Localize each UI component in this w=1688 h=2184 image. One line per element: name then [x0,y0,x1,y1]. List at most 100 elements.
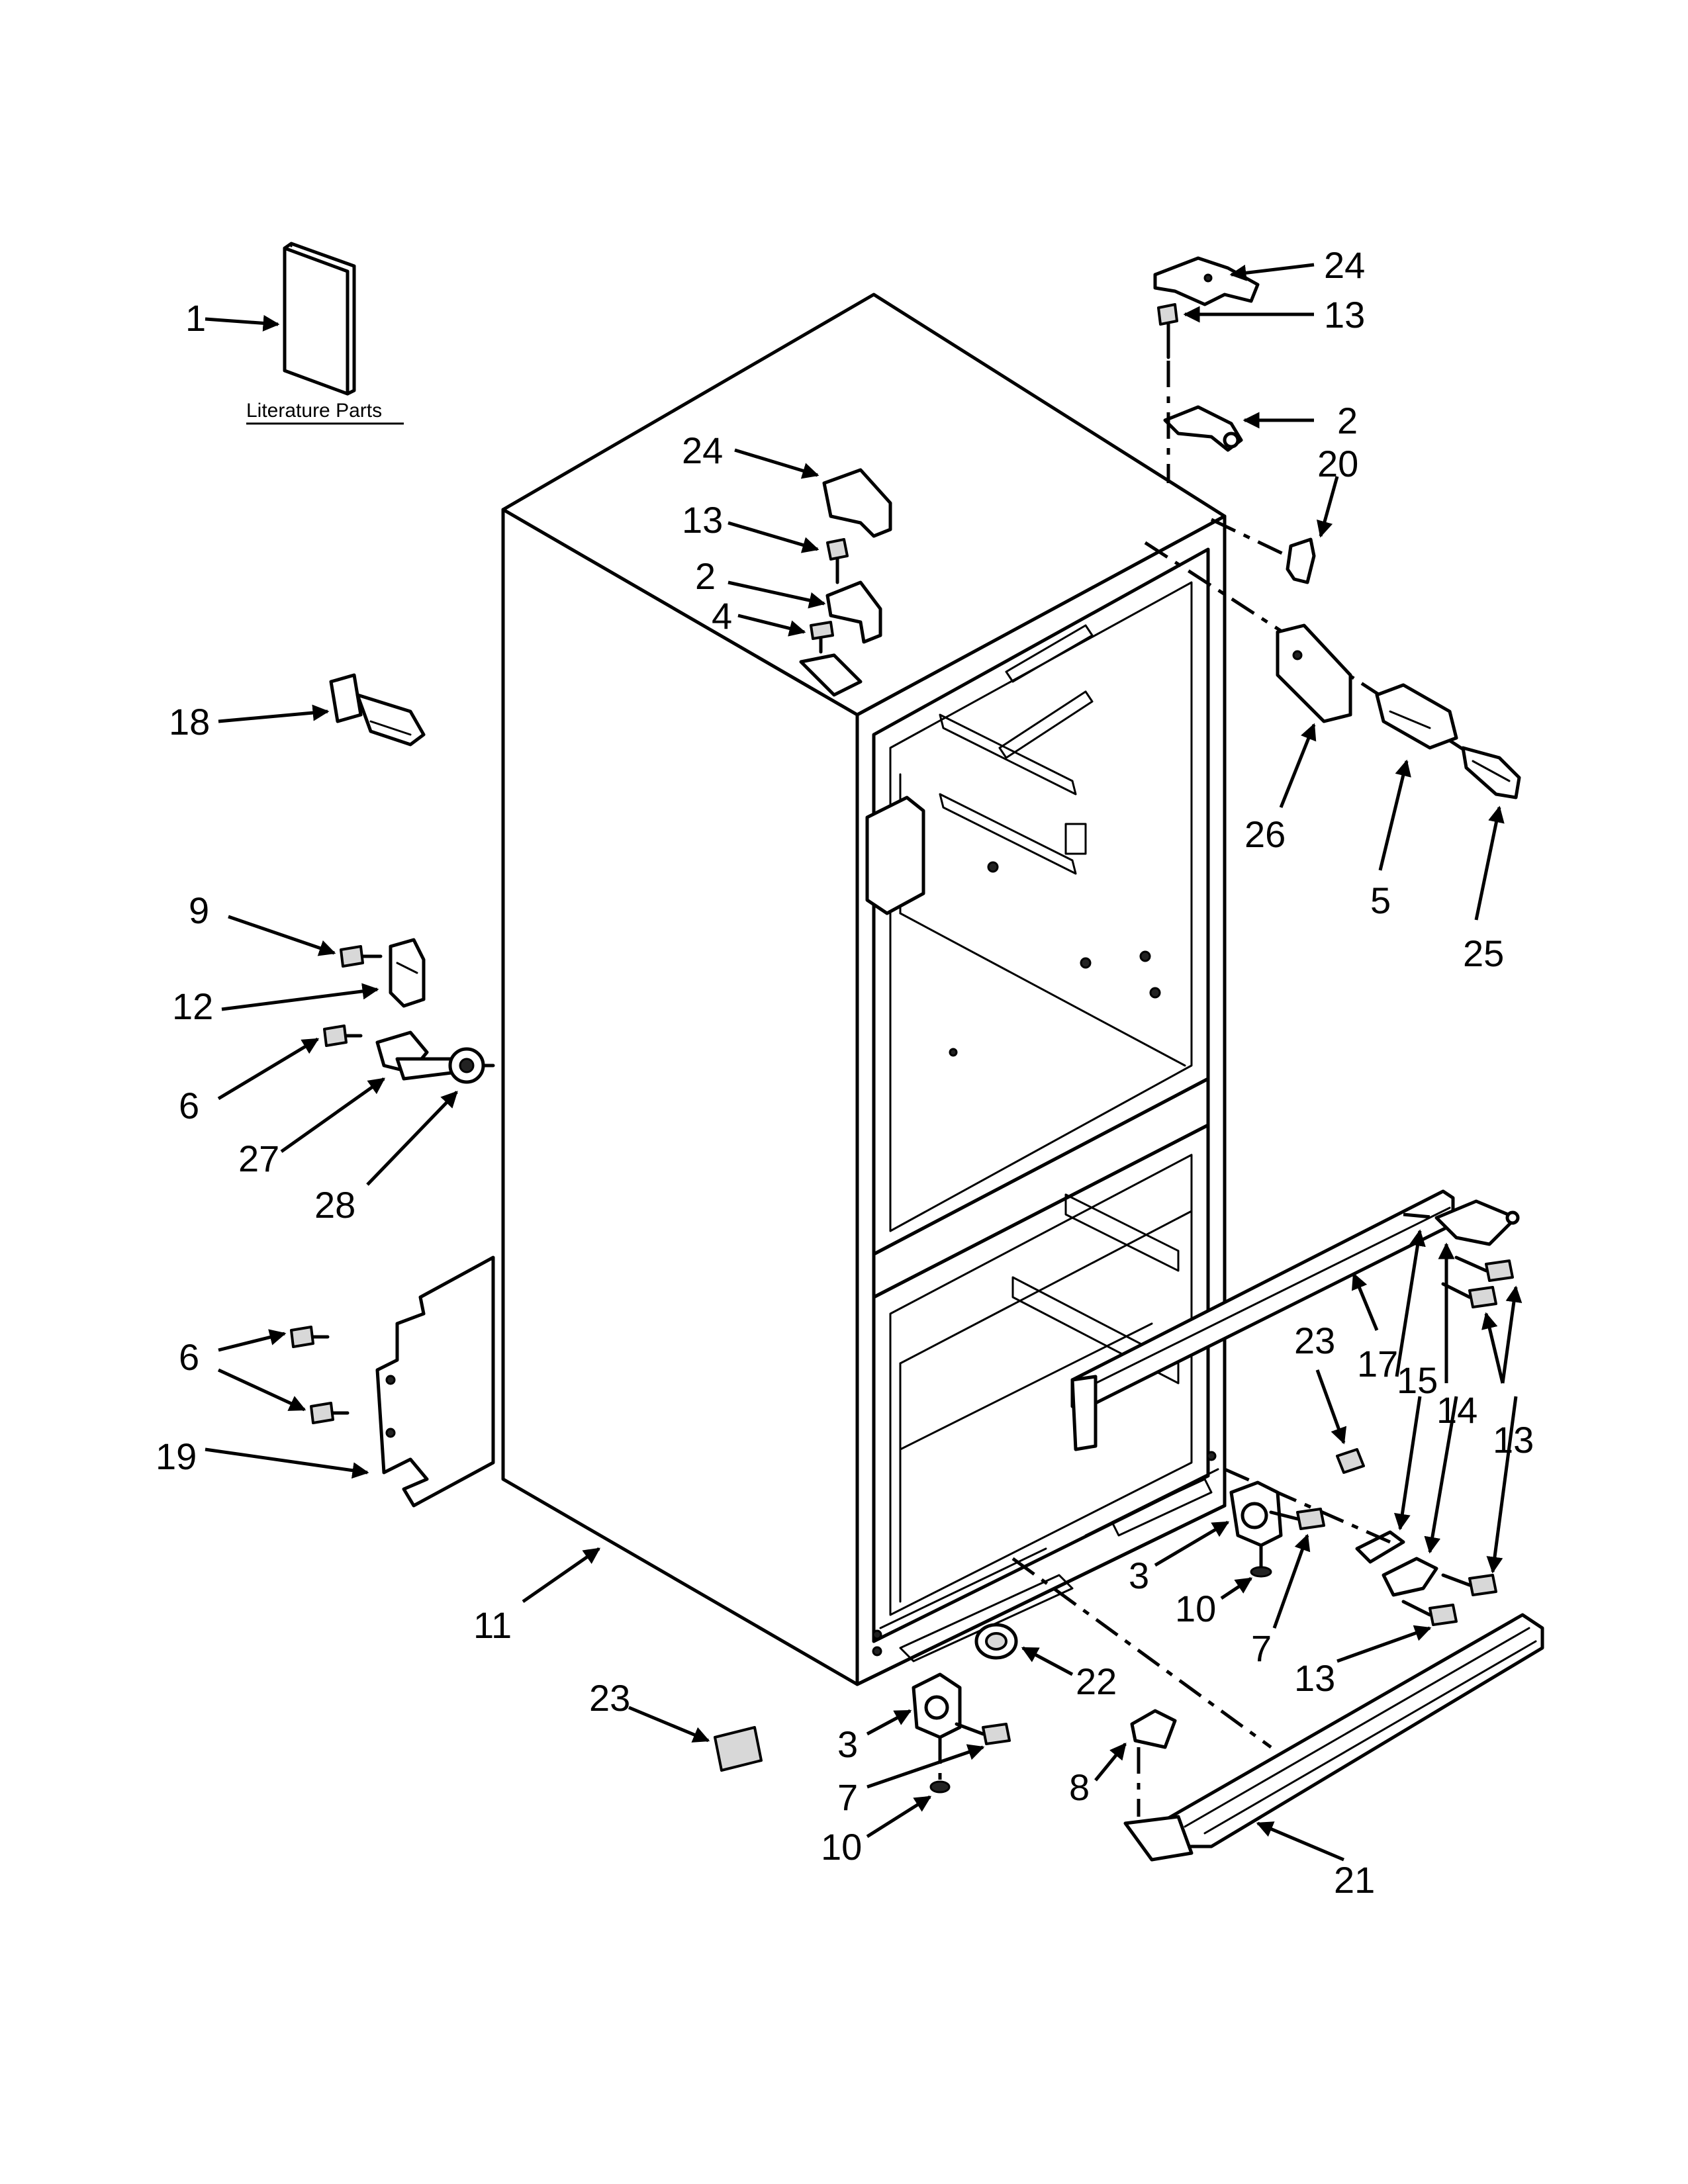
roller-screw-left [955,1722,1011,1745]
callout-10-right: 10 [1175,1588,1216,1629]
leader-27 [280,1077,386,1154]
hinge-base-left [799,653,863,697]
leader-13-up-a [1481,1312,1505,1384]
callout-27: 27 [238,1138,279,1179]
light-socket [1375,683,1458,750]
roller-wheel-front [974,1623,1018,1660]
literature-booklet [283,242,356,396]
roller-axle [375,1030,459,1081]
leader-10-right [1220,1576,1253,1600]
leader-15-down [1393,1396,1422,1531]
lower-bracket [1382,1557,1438,1597]
leader-11 [522,1547,601,1604]
callout-21: 21 [1334,1859,1375,1901]
leader-6-lower-a [218,1329,287,1352]
hinge-pin-cover [810,621,834,654]
top-hinge-right [1163,405,1243,452]
leader-26 [1279,723,1317,808]
callout-7-right: 7 [1251,1627,1272,1669]
door-closure-bracket [389,938,426,1008]
leader-17 [1352,1272,1379,1331]
leader-7-right [1272,1533,1311,1629]
callout-14: 14 [1436,1389,1477,1431]
leader-25 [1474,805,1505,921]
top-hinge-left [825,580,882,644]
roller-assembly-left [912,1672,962,1739]
callout-6-lower: 6 [179,1336,199,1378]
callout-19: 19 [156,1435,197,1477]
leveling-leg-left [929,1737,951,1794]
callout-20: 20 [1317,443,1358,484]
leader-6-lower-b [217,1368,306,1412]
leader-20 [1316,476,1339,538]
light-bulb [1461,746,1521,799]
leveling-leg-right [1250,1543,1272,1578]
callout-8: 8 [1069,1766,1090,1808]
bracket-screw-b [1441,1282,1497,1308]
leader-13-lower [1336,1625,1432,1663]
callout-3-right: 3 [1129,1555,1149,1596]
callout-2-left: 2 [695,555,716,597]
callout-15: 15 [1397,1359,1438,1401]
leader-13-left [727,521,820,553]
leader-15-up [1395,1229,1426,1377]
callout-13-left: 13 [682,499,723,541]
leader-8 [1094,1743,1127,1782]
callout-7-left: 7 [837,1776,858,1818]
callout-18: 18 [169,701,210,743]
callout-26: 26 [1244,813,1286,855]
mounting-rail [1070,1189,1455,1451]
leader-3-left [866,1709,912,1736]
callout-11: 11 [473,1604,512,1646]
callout-9: 9 [189,889,209,931]
leader-14-down [1424,1396,1458,1554]
callout-1: 1 [185,297,206,339]
leader-2-left [727,580,826,609]
bracket-screw [340,945,383,968]
leader-5 [1378,759,1411,871]
toe-grille [1123,1613,1544,1862]
door-stop [329,673,426,747]
roller-assembly-right [1229,1480,1283,1547]
leader-24-right [1229,263,1315,281]
callout-10-left: 10 [821,1826,862,1868]
hinge-cam [1286,537,1316,584]
grille-clip [1130,1709,1177,1749]
top-right-dash [1210,518,1289,558]
leader-10-left [866,1795,932,1839]
callout-13-right: 13 [1324,294,1365,336]
hinge-screw-left [826,538,849,584]
top-hinge-cover-left [822,468,892,538]
callout-13-lower: 13 [1294,1657,1335,1699]
side-bracket [375,1255,495,1508]
callout-6-upper: 6 [179,1085,199,1126]
callout-23-left: 23 [589,1677,630,1719]
leader-23-right [1315,1369,1347,1445]
leader-28 [366,1091,458,1186]
callout-25: 25 [1463,933,1504,974]
lower-bracket-screw-b [1401,1600,1458,1626]
callout-2-right: 2 [1337,400,1358,441]
leader-13-up-b [1501,1285,1523,1384]
callout-13-bracket: 13 [1493,1419,1534,1461]
leader-9 [228,915,336,956]
callout-17: 17 [1357,1343,1398,1385]
hinge-screw-right [1157,303,1178,359]
callout-5: 5 [1370,880,1391,921]
callout-24-left: 24 [682,430,723,471]
leader-23-left [628,1706,710,1743]
toe-screw-lower [310,1402,350,1424]
callout-22: 22 [1076,1661,1117,1702]
leader-21 [1256,1821,1344,1862]
leader-7-left [867,1744,985,1789]
right-base-dash [1223,1467,1391,1544]
leader-1 [205,314,280,332]
leader-24-left [734,448,820,479]
roller-screw-right [1269,1508,1325,1530]
leader-6-upper [217,1037,320,1101]
bracket-screw-a [1454,1255,1514,1282]
top-hinge-cover-right [1153,256,1260,306]
callout-28: 28 [314,1184,355,1226]
light-housing [1276,623,1352,723]
callout-3-left: 3 [837,1723,858,1765]
